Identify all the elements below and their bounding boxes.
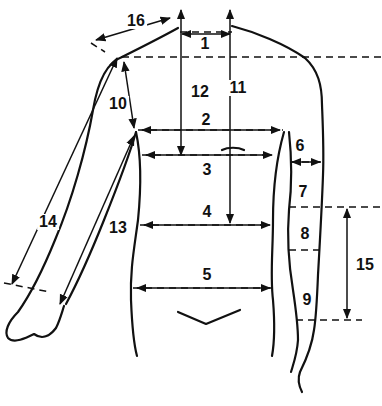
upper-arm-arrow bbox=[292, 161, 320, 163]
callout-number: 2 bbox=[200, 112, 213, 128]
elbow-dash bbox=[289, 206, 382, 208]
callout-number: 16 bbox=[125, 13, 147, 29]
underbust-arrow bbox=[146, 154, 272, 156]
shoulder-dash bbox=[122, 56, 382, 58]
chest-arrow bbox=[142, 129, 280, 131]
callout-number: 4 bbox=[201, 204, 214, 220]
wrist-dash bbox=[296, 319, 362, 321]
torso-left bbox=[131, 132, 141, 356]
left-arm-outline bbox=[6, 57, 122, 341]
callout-number: 10 bbox=[107, 96, 129, 112]
right-arm-inner bbox=[288, 132, 298, 372]
callout-number: 7 bbox=[297, 184, 310, 200]
groin-mark bbox=[178, 310, 240, 324]
callout-number: 11 bbox=[228, 80, 249, 96]
shoulder-outline bbox=[122, 28, 178, 57]
forearm-dash bbox=[289, 249, 319, 251]
upper-arm-dash bbox=[290, 161, 322, 163]
arm-length-arrow bbox=[12, 58, 117, 284]
waist-arrow bbox=[144, 224, 270, 226]
inner-arm-arrow bbox=[60, 136, 134, 304]
callout-number: 9 bbox=[301, 292, 314, 308]
callout-number: 5 bbox=[201, 267, 214, 283]
chest-dash bbox=[138, 129, 283, 131]
forearm-length-arrow bbox=[346, 209, 348, 318]
waist-dash bbox=[140, 224, 272, 226]
callout-number: 15 bbox=[354, 257, 376, 273]
callout-number: 1 bbox=[199, 36, 212, 52]
callout-number: 6 bbox=[294, 138, 307, 154]
hip-arrow bbox=[137, 287, 270, 289]
shoulder-point-dash bbox=[91, 43, 105, 52]
torso-right bbox=[272, 132, 284, 356]
chest-mark bbox=[222, 148, 244, 150]
callout-number: 3 bbox=[201, 162, 214, 178]
neck-dash bbox=[180, 31, 232, 33]
bust-height-arrow bbox=[180, 10, 182, 155]
hip-dash bbox=[133, 287, 272, 289]
neck-arrow bbox=[182, 33, 230, 35]
waist-length-arrow bbox=[229, 10, 231, 223]
callout-number: 8 bbox=[299, 226, 312, 242]
callout-number: 14 bbox=[37, 214, 59, 230]
callout-number: 12 bbox=[189, 84, 211, 100]
underbust-dash bbox=[142, 154, 274, 156]
left-arm-inner bbox=[66, 132, 136, 304]
callout-number: 13 bbox=[107, 220, 129, 236]
armhole-arrow bbox=[124, 62, 134, 128]
wrist-left-dash bbox=[4, 283, 50, 292]
